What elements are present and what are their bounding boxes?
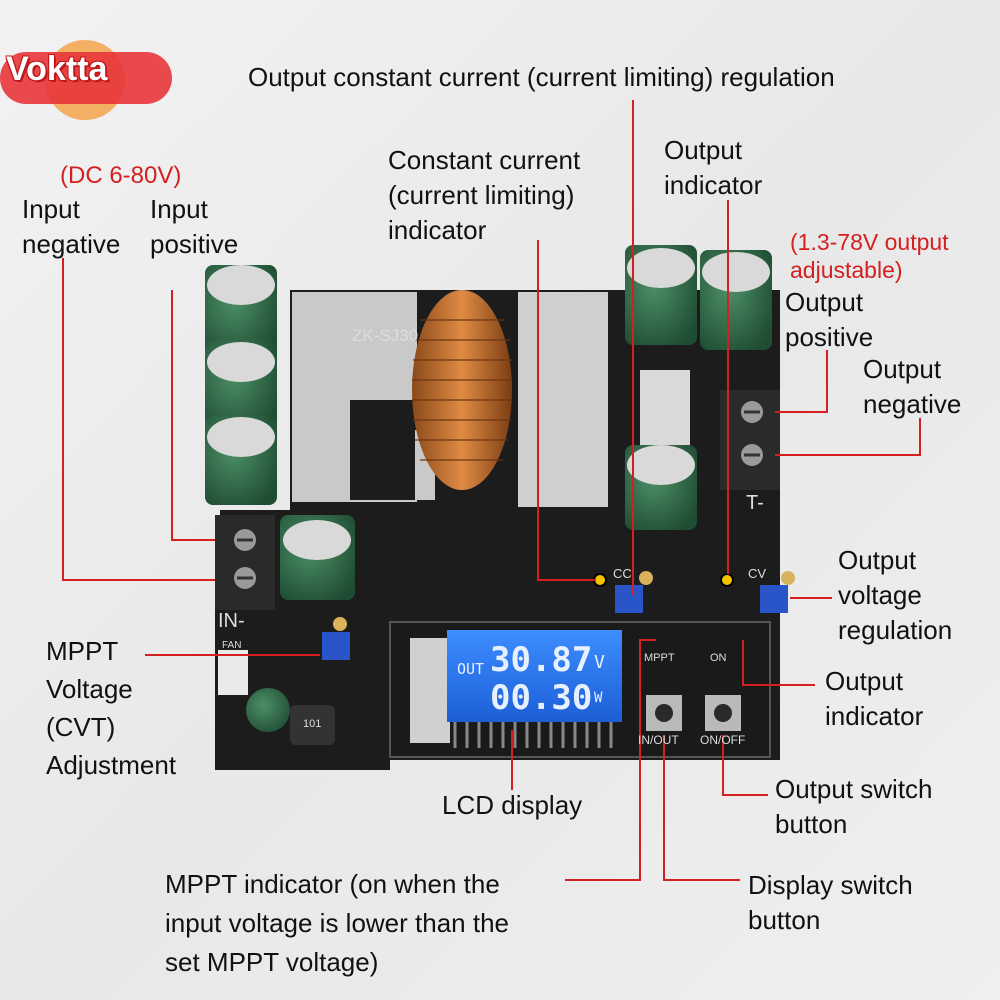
label-display-switch-button: Display switch button	[748, 870, 913, 935]
mppt-potentiometer	[322, 632, 350, 660]
label-output-switch-button: Output switch button	[775, 774, 933, 839]
board-cc-label: CC	[613, 566, 632, 581]
board-in-label: IN-	[218, 610, 245, 632]
heatsink-right	[518, 292, 608, 507]
label-output-cc-regulation: Output constant current (current limitin…	[248, 62, 835, 92]
input-capacitors	[205, 265, 355, 600]
board-inductor-mark: 101	[303, 718, 322, 730]
output-capacitors	[625, 245, 772, 530]
label-output-positive: Output positive	[785, 287, 874, 352]
board-onoff-label: ON/OFF	[700, 733, 746, 747]
brand-logo-text: Voktta	[6, 50, 108, 88]
board-out-label: T-	[746, 492, 764, 514]
cc-potentiometer	[615, 585, 643, 613]
lcd-value-2: 00.30	[490, 678, 593, 718]
label-output-range: (1.3-78V output adjustable)	[790, 229, 949, 283]
lcd-value-1: 30.87	[490, 640, 593, 680]
lcd-unit-2: W	[594, 690, 603, 706]
board-mppt-label: MPPT	[644, 652, 675, 664]
label-mppt-adjustment: MPPT Voltage (CVT) Adjustment	[46, 636, 177, 780]
label-lcd-display: LCD display	[442, 790, 583, 820]
lcd-mode: OUT	[457, 660, 485, 678]
lcd-screen	[447, 630, 622, 722]
label-mppt-indicator: MPPT indicator (on when the input voltag…	[165, 869, 509, 977]
board-on-label: ON	[710, 652, 727, 664]
label-input-positive: Input positive	[150, 194, 239, 259]
board-model: ZK-SJ30	[352, 326, 419, 345]
output-led	[720, 573, 734, 587]
input-terminal	[215, 515, 275, 610]
label-input-range: (DC 6-80V)	[60, 162, 182, 189]
board-fan-label: FAN	[222, 640, 242, 651]
board-cv-label: CV	[748, 566, 767, 581]
lcd-readout: OUT 30.87 V 00.30 W	[452, 636, 617, 718]
brand-logo	[0, 40, 172, 120]
label-output-negative: Output negative	[863, 354, 962, 419]
label-output-indicator-top: Output indicator	[664, 135, 763, 200]
leader-lines	[62, 100, 921, 881]
output-terminal	[720, 390, 780, 490]
lcd-unit-1: V	[594, 652, 605, 673]
label-output-indicator-right: Output indicator	[825, 666, 924, 731]
label-output-voltage-regulation: Output voltage regulation	[838, 545, 953, 645]
cv-potentiometer	[760, 585, 788, 613]
board-inout-label: IN/OUT	[638, 733, 679, 747]
label-cc-indicator: Constant current (current limiting) indi…	[388, 145, 581, 245]
label-input-negative: Input negative	[22, 194, 121, 259]
